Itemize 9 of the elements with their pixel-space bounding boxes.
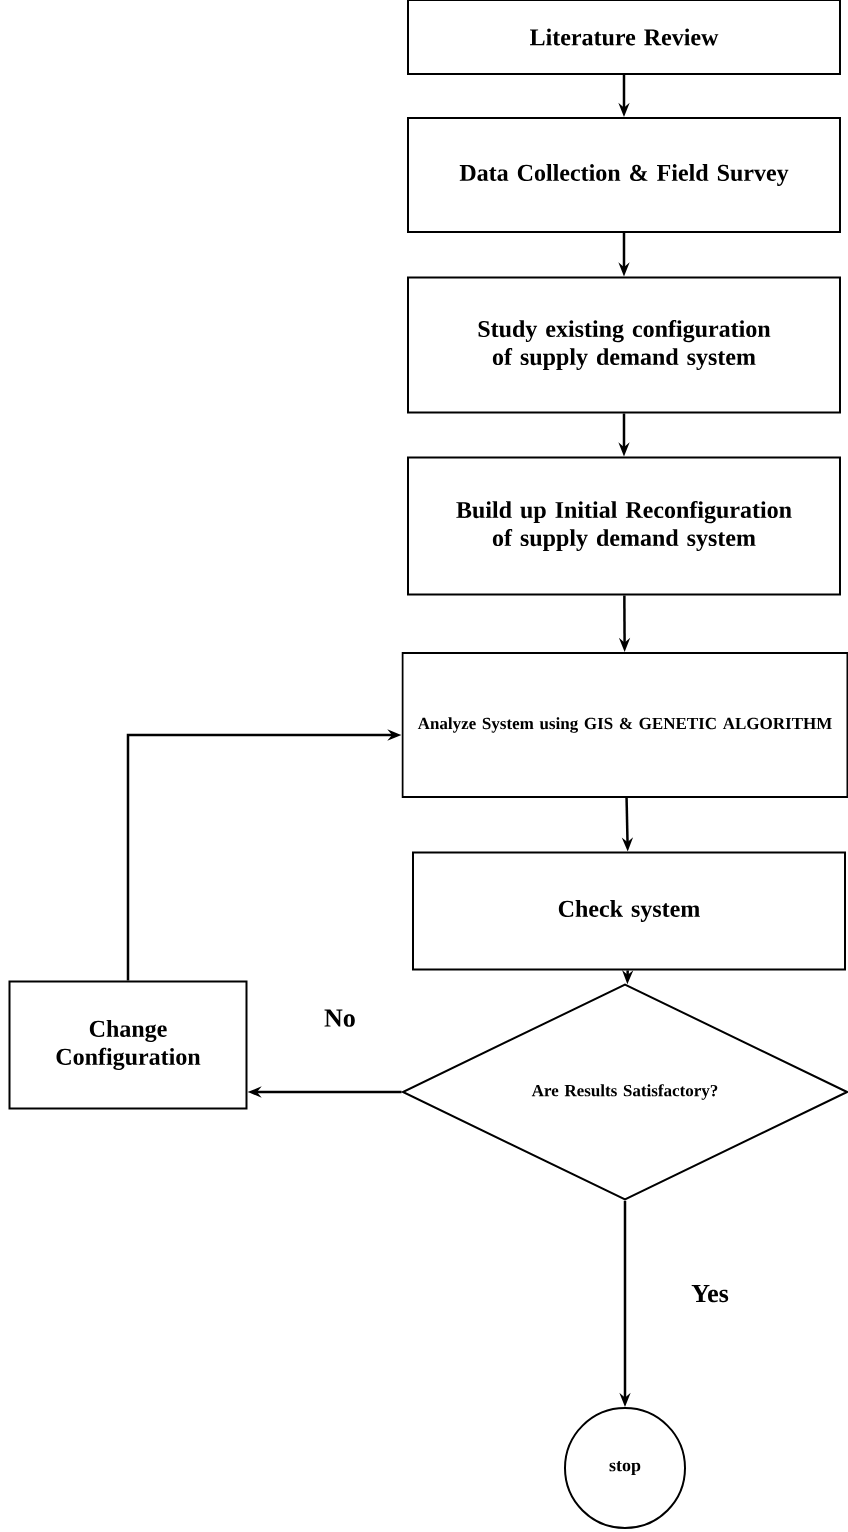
process-box: Study existing configuration of supply demand system — [407, 276, 841, 414]
edge-label: No — [324, 1009, 355, 1027]
process-box: Data Collection & Field Survey — [407, 117, 841, 233]
process-box: Check system — [412, 851, 846, 971]
edge-label: Yes — [691, 1284, 729, 1303]
process-box: Literature Review — [407, 0, 841, 75]
process-box: Analyze System using GIS & GENETIC ALGORITHM — [401, 652, 848, 798]
process-box: Change Configuration — [8, 980, 248, 1110]
process-box: Build up Initial Reconfiguration of supply demand system — [407, 456, 841, 596]
